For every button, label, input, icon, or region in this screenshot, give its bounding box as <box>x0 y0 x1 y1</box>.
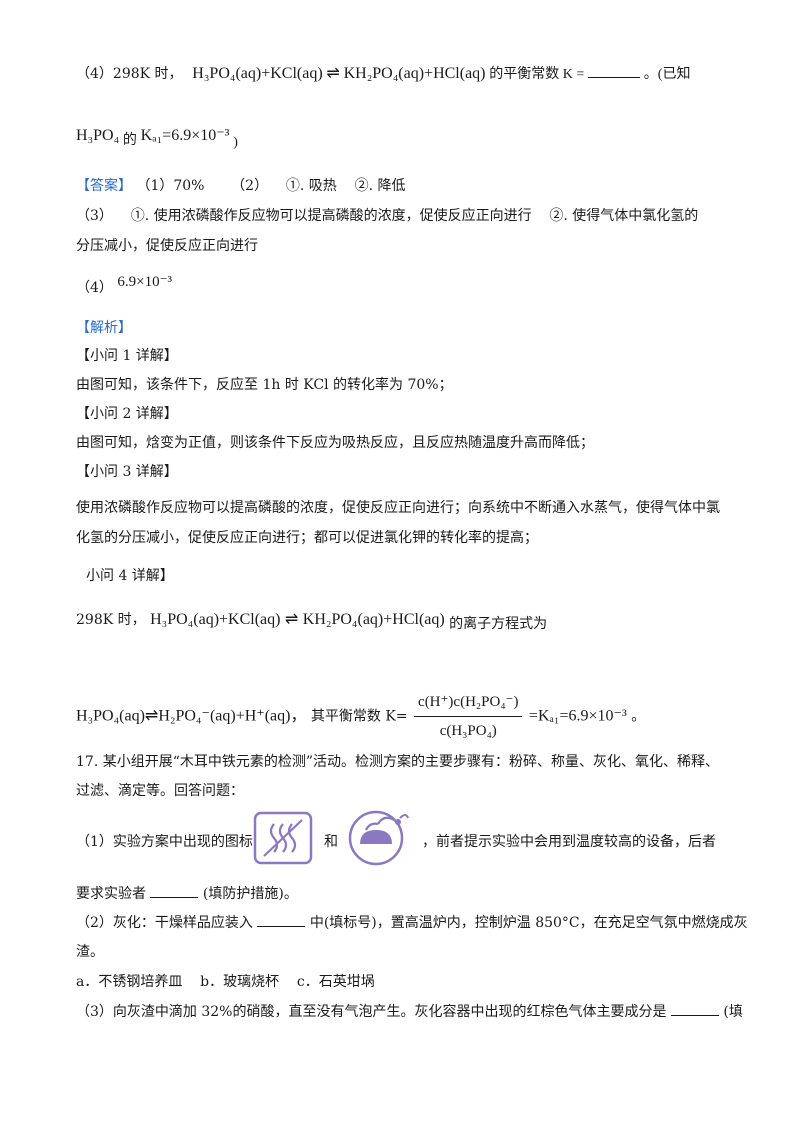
analysis-s4-arrow: ⇌ <box>284 611 299 628</box>
q17-p1-line: （1）实验方案中出现的图标 <box>76 832 253 852</box>
q17-p2-a: （2）灰化：干燥样品应装入 <box>76 915 253 931</box>
k-denominator: c(H₃PO₄) <box>439 723 497 739</box>
q17-p2-line: （2）灰化：干燥样品应装入 中(填标号)，置高温炉内，控制炉温 850°C，在充… <box>76 913 748 933</box>
answer-text-3: 分压减小，促使反应正向进行 <box>76 238 258 254</box>
q17-p3-b: (填 <box>723 1004 743 1020</box>
part4-prefix: （4）298K 时， <box>76 66 183 82</box>
answer-text-4-value: 6.9×10⁻³ <box>117 274 172 290</box>
wash-hands-icon <box>344 808 412 866</box>
ion-equation: H₃PO₄(aq)⇌H₂PO₄⁻(aq)+H⁺(aq)， <box>76 707 307 725</box>
analysis-label: 【解析】 <box>76 320 132 336</box>
analysis-s4-equation-line: 298K 时， H₃PO₄(aq)+KCl(aq) ⇌ KH₂PO₄(aq)+H… <box>76 610 547 634</box>
q17-p2-b: 中(填标号)，置高温炉内，控制炉温 850°C，在充足空气氛中燃烧成灰 <box>309 915 748 931</box>
q17-p3-line: （3）向灰渣中滴加 32%的硝酸，直至没有气泡产生。灰化容器中出现的红棕色气体主… <box>76 1002 743 1022</box>
equation-reactants: H₃PO₄(aq)+KCl(aq) <box>192 65 323 82</box>
protection-blank <box>150 897 199 898</box>
q17-p1-line2-a: 要求实验者 <box>76 886 146 902</box>
k-fraction: c(H⁺)c(H₂PO₄⁻) c(H₃PO₄) <box>414 690 523 743</box>
analysis-s3-text-2: 化氢的分压减小，促使反应正向进行；都可以促进氯化钾的转化率的提高； <box>76 530 538 546</box>
part4-tail: 。(已知 <box>643 67 691 82</box>
q17-p2-line-2: 渣。 <box>76 944 104 960</box>
k-label: 其平衡常数 K= <box>310 708 408 725</box>
k-answer-blank <box>588 77 641 78</box>
analysis-s4-reactants: H₃PO₄(aq)+KCl(aq) <box>150 611 281 628</box>
q17-p1-line2-b: (填防护措施)。 <box>202 886 298 902</box>
q17-p3-a: （3）向灰渣中滴加 32%的硝酸，直至没有气泡产生。灰化容器中出现的红棕色气体主… <box>76 1004 667 1020</box>
equation-products: KH₂PO₄(aq)+HCl(aq) <box>343 65 486 82</box>
q17-line-1: 17. 某小组开展“木耳中铁元素的检测”活动。检测方案的主要步骤有：粉碎、称量、… <box>76 754 720 770</box>
q17-p1-and: 和 <box>324 834 338 850</box>
given-de: 的 <box>122 133 137 148</box>
q17-options: a．不锈钢培养皿 b．玻璃烧杯 c．石英坩埚 <box>76 974 375 990</box>
analysis-s2-title: 【小问 2 详解】 <box>76 406 178 422</box>
q16-given-line: H₃PO₄ 的 Kₐ₁=6.9×10⁻³ ) <box>76 126 238 153</box>
answer-line-4: （4） 6.9×10⁻³ <box>76 272 172 298</box>
analysis-s1-title: 【小问 1 详解】 <box>76 348 178 364</box>
part4-mid: 的平衡常数 K = <box>489 67 585 82</box>
answer-line-2: （3） ①. 使用浓磷酸作反应物可以提高磷酸的浓度，促使反应正向进行 ②. 使得… <box>76 206 698 226</box>
k-result: =Kₐ₁=6.9×10⁻³ <box>528 707 627 725</box>
given-ka: Kₐ₁=6.9×10⁻³ <box>140 127 230 144</box>
answer-text-4-prefix: （4） <box>76 280 113 296</box>
analysis-s3-title: 【小问 3 详解】 <box>76 464 178 480</box>
analysis-s3-text-1: 使用浓磷酸作反应物可以提高磷酸的浓度，促使反应正向进行；向系统中不断通入水蒸气，… <box>76 500 720 516</box>
analysis-s4-title: 小问 4 详解】 <box>86 568 174 584</box>
k-numerator: c(H⁺)c(H₂PO₄⁻) <box>414 690 523 717</box>
answer-text-2: （3） ①. 使用浓磷酸作反应物可以提高磷酸的浓度，促使反应正向进行 ②. 使得… <box>76 208 699 224</box>
analysis-s4-suffix: 的离子方程式为 <box>449 616 548 632</box>
q16-part4-line: （4）298K 时， H₃PO₄(aq)+KCl(aq) ⇌ KH₂PO₄(aq… <box>76 64 690 85</box>
gas-blank <box>670 1015 719 1016</box>
ion-equation-line: H₃PO₄(aq)⇌H₂PO₄⁻(aq)+H⁺(aq)， 其平衡常数 K= c(… <box>76 690 645 743</box>
given-close: ) <box>233 135 238 150</box>
k-end: 。 <box>631 708 646 725</box>
equilibrium-arrow: ⇌ <box>326 65 340 82</box>
answer-line-3: 分压减小，促使反应正向进行 <box>76 236 258 256</box>
answer-line-1: 【答案】 （1）70% （2） ①. 吸热 ②. 降低 <box>76 176 406 196</box>
answer-label: 【答案】 <box>76 178 132 194</box>
q17-line-2: 过滤、滴定等。回答问题： <box>76 783 244 799</box>
analysis-s4-prefix: 298K 时， <box>76 612 146 628</box>
answer-text-1: （1）70% （2） ①. 吸热 ②. 降低 <box>136 178 406 194</box>
analysis-s2-text: 由图可知，焓变为正值，则该条件下反应为吸热反应，且反应热随温度升高而降低； <box>76 435 594 451</box>
analysis-s1-text: 由图可知，该条件下，反应至 1h 时 KCl 的转化率为 70%； <box>76 377 453 393</box>
q17-p1-suffix: ，前者提示实验中会用到温度较高的设备，后者 <box>422 834 716 850</box>
hot-surface-icon <box>252 810 314 866</box>
analysis-s4-products: KH₂PO₄(aq)+HCl(aq) <box>302 611 445 628</box>
q17-p1-line-2: 要求实验者 (填防护措施)。 <box>76 884 298 904</box>
given-species: H₃PO₄ <box>76 127 120 144</box>
container-blank <box>257 926 306 927</box>
q17-p1-prefix: （1）实验方案中出现的图标 <box>76 834 253 850</box>
